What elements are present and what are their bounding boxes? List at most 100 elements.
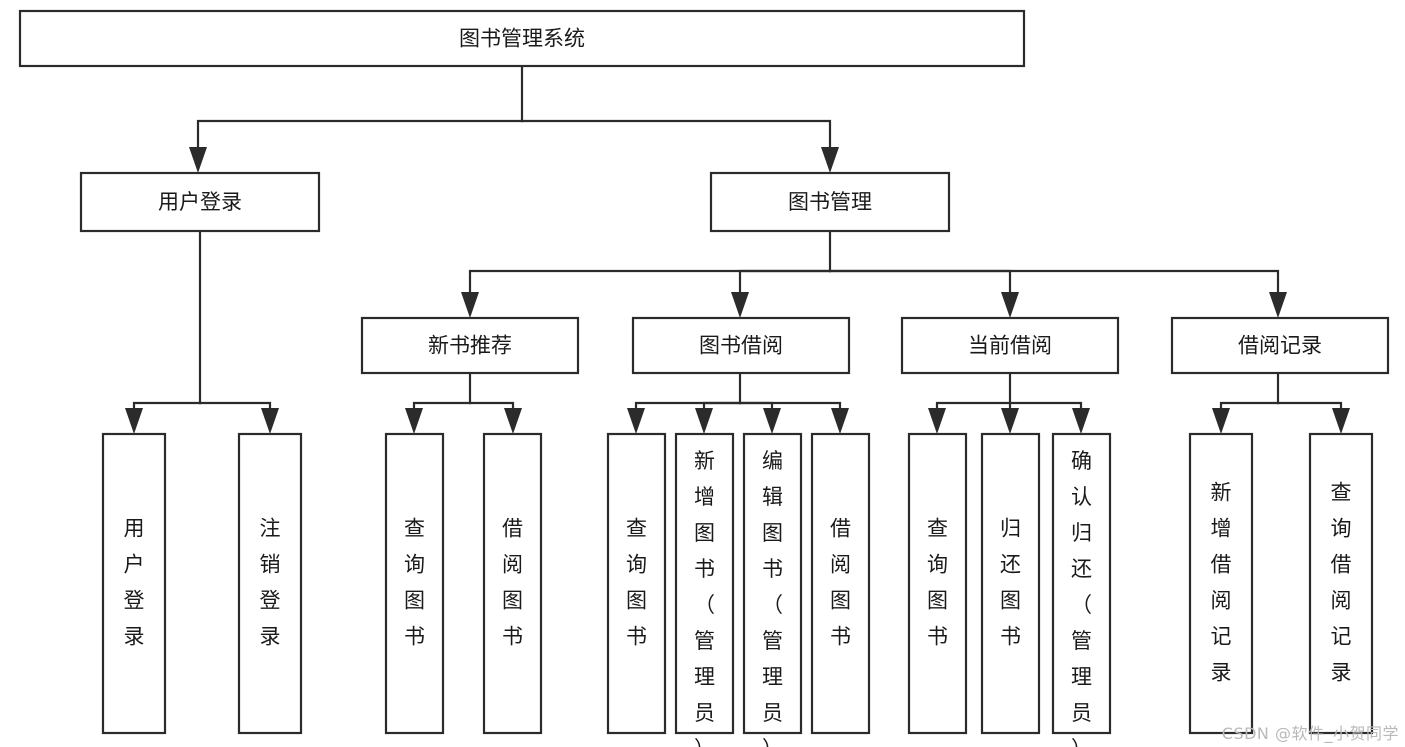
arrow-head-icon — [1212, 408, 1230, 434]
arrow-head-icon — [504, 408, 522, 434]
arrow-head-icon — [1332, 408, 1350, 434]
node-leaf-借阅图书[interactable]: 借阅图书 — [810, 432, 871, 735]
node-box — [980, 432, 1041, 735]
connector-line — [935, 401, 1012, 414]
node-leaf-编辑图书管理员[interactable]: 编辑图书（管理员） — [742, 432, 803, 747]
connector-line — [1008, 401, 1083, 414]
arrow-head-icon — [1269, 292, 1287, 318]
node-box — [907, 432, 968, 735]
node-label: 新增图书（管理员） — [694, 449, 715, 747]
node-leaf-注销登录[interactable]: 注销登录 — [237, 432, 303, 735]
node-layer: 图书管理系统用户登录图书管理新书推荐图书借阅当前借阅借阅记录用户登录注销登录查询… — [18, 9, 1390, 747]
connector-line — [1219, 401, 1280, 414]
arrow-head-icon — [627, 408, 645, 434]
arrow-head-icon — [831, 408, 849, 434]
arrow-head-icon — [928, 408, 946, 434]
node-leaf-借阅图书[interactable]: 借阅图书 — [482, 432, 543, 735]
node-box — [810, 432, 871, 735]
node-leaf-查询借阅记录[interactable]: 查询借阅记录 — [1308, 432, 1374, 735]
connector-当前借阅-to-查询图书 — [928, 401, 1012, 434]
arrow-head-icon — [763, 408, 781, 434]
node-box — [674, 432, 735, 735]
node-l3-图书借阅[interactable]: 图书借阅 — [631, 316, 851, 375]
node-label: 当前借阅 — [968, 334, 1052, 358]
node-box — [384, 432, 445, 735]
node-leaf-归还图书[interactable]: 归还图书 — [980, 432, 1041, 735]
node-label: 查询借阅记录 — [1331, 481, 1352, 685]
connector-新书推荐-to-查询图书 — [405, 401, 472, 434]
node-box — [631, 316, 851, 375]
node-box — [1170, 316, 1390, 375]
arrow-head-icon — [731, 292, 749, 318]
node-label: 图书管理系统 — [459, 27, 585, 51]
arrow-head-icon — [821, 147, 839, 173]
node-box — [606, 432, 667, 735]
node-root-图书管理系统[interactable]: 图书管理系统 — [18, 9, 1026, 68]
node-label: 新增借阅记录 — [1211, 481, 1232, 685]
node-label: 借阅图书 — [830, 517, 851, 649]
node-label: 用户登录 — [124, 517, 145, 649]
connector-图书借阅-to-新增图书 — [695, 401, 742, 434]
connector-line — [196, 119, 524, 153]
node-label: 借阅记录 — [1238, 334, 1322, 358]
node-leaf-查询图书[interactable]: 查询图书 — [606, 432, 667, 735]
arrow-head-icon — [405, 408, 423, 434]
connector-line — [198, 401, 272, 414]
node-label: 确认归还（管理员） — [1071, 449, 1092, 747]
node-label: 查询图书 — [927, 517, 948, 649]
node-box — [1188, 432, 1254, 735]
connector-line — [634, 401, 742, 414]
node-leaf-查询图书[interactable]: 查询图书 — [907, 432, 968, 735]
connector-借阅记录-to-查询借阅记录 — [1276, 401, 1350, 434]
node-leaf-确认归还管理员[interactable]: 确认归还（管理员） — [1051, 432, 1112, 747]
connector-用户登录-to-注销登录 — [198, 401, 279, 434]
arrow-head-icon — [1072, 408, 1090, 434]
connector-line — [828, 269, 1012, 298]
node-leaf-查询图书[interactable]: 查询图书 — [384, 432, 445, 735]
connector-当前借阅-to-归还图书 — [1001, 401, 1019, 434]
node-label: 用户登录 — [158, 190, 242, 214]
connector-借阅记录-to-新增借阅记录 — [1212, 401, 1280, 434]
arrow-head-icon — [461, 292, 479, 318]
connector-图书管理-to-借阅记录 — [828, 269, 1287, 318]
arrow-head-icon — [1001, 408, 1019, 434]
arrow-head-icon — [1001, 292, 1019, 318]
node-l2-用户登录[interactable]: 用户登录 — [79, 171, 321, 233]
node-label: 归还图书 — [1000, 517, 1021, 649]
connector-图书管理-to-新书推荐 — [461, 269, 832, 318]
connector-图书借阅-to-查询图书 — [627, 401, 742, 434]
node-label: 图书借阅 — [699, 334, 783, 358]
node-label: 借阅图书 — [502, 517, 523, 649]
node-box — [79, 171, 321, 233]
node-box — [360, 316, 580, 375]
connector-line — [738, 401, 842, 414]
connector-图书借阅-to-编辑图书 — [738, 401, 781, 434]
node-l3-当前借阅[interactable]: 当前借阅 — [900, 316, 1120, 375]
node-l3-新书推荐[interactable]: 新书推荐 — [360, 316, 580, 375]
node-leaf-新增借阅记录[interactable]: 新增借阅记录 — [1188, 432, 1254, 735]
connector-新书推荐-to-借阅图书 — [468, 401, 522, 434]
node-box — [709, 171, 951, 233]
node-box — [237, 432, 303, 735]
node-l2-图书管理[interactable]: 图书管理 — [709, 171, 951, 233]
node-l3-借阅记录[interactable]: 借阅记录 — [1170, 316, 1390, 375]
connector-图书借阅-to-借阅图书 — [738, 401, 849, 434]
connector-line — [132, 401, 202, 414]
connector-图书管理-to-图书借阅 — [731, 269, 832, 318]
connector-图书管理系统-to-用户登录 — [189, 119, 524, 173]
node-box — [1051, 432, 1112, 735]
node-box — [18, 9, 1026, 68]
connector-图书管理系统-to-图书管理 — [520, 119, 839, 173]
node-leaf-新增图书管理员[interactable]: 新增图书（管理员） — [674, 432, 735, 747]
node-box — [742, 432, 803, 735]
node-label: 图书管理 — [788, 190, 872, 214]
node-label: 查询图书 — [626, 517, 647, 649]
connector-line — [412, 401, 472, 414]
connector-line — [520, 119, 832, 153]
node-box — [482, 432, 543, 735]
arrow-head-icon — [189, 147, 207, 173]
node-leaf-用户登录[interactable]: 用户登录 — [101, 432, 167, 735]
connector-line — [828, 269, 1280, 298]
